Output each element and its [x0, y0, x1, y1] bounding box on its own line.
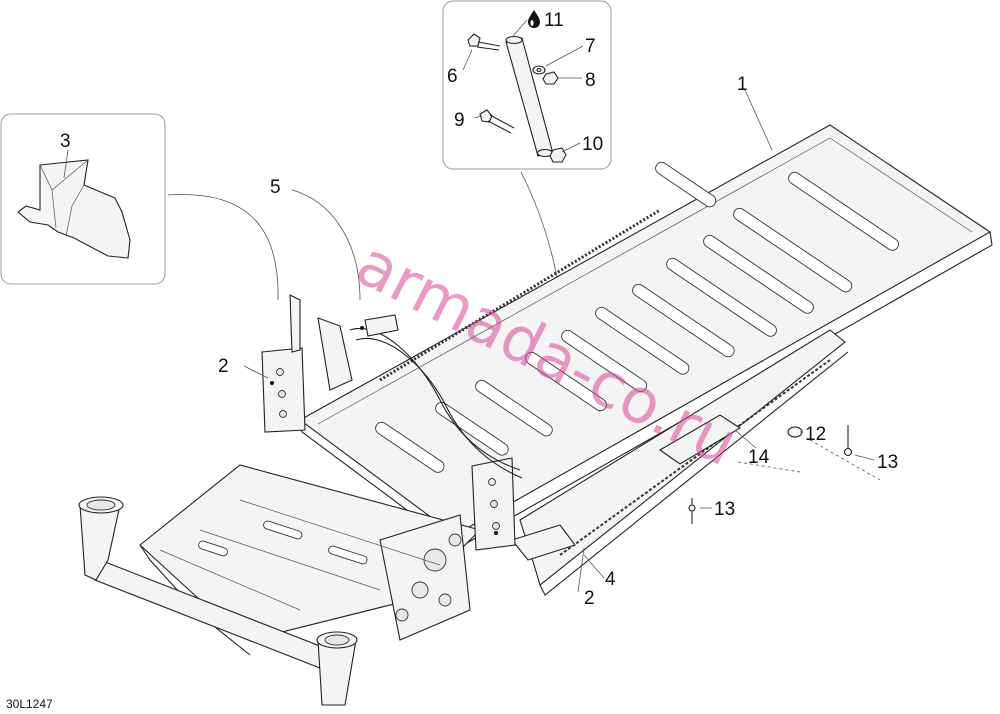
oil-drop-icon: [528, 10, 540, 28]
callout-6: 6: [447, 66, 458, 87]
callout-5: 5: [270, 177, 281, 198]
front-frame: [139, 464, 482, 656]
figure-code: 30L1247: [6, 697, 53, 711]
callout-3: 3: [60, 131, 71, 152]
callout-8: 8: [585, 70, 596, 91]
callout-13-left: 13: [714, 499, 735, 520]
callout-14: 14: [748, 447, 770, 468]
support-part-5: [289, 294, 523, 479]
bolt-part-6: [467, 33, 501, 51]
cross-tube: [78, 496, 358, 706]
nut-part-10: [549, 147, 567, 163]
callout-2-right: 2: [584, 588, 595, 609]
callout-13-right: 13: [877, 452, 898, 473]
part-3-bracket: [17, 159, 131, 259]
bracket-part-2-left: [261, 347, 306, 433]
tunnel-part-1: [298, 124, 993, 549]
bolt-part-9: [479, 109, 515, 134]
nut-part-8: [542, 71, 559, 85]
callout-11: 11: [544, 10, 564, 31]
tube-part-11: [505, 35, 554, 158]
plug-part-12: [787, 426, 803, 438]
rivet-part-13-right: [843, 425, 853, 457]
callout-4: 4: [605, 569, 616, 590]
callout-9: 9: [454, 110, 465, 131]
callout-10: 10: [582, 134, 603, 155]
rivet-part-13-left: [688, 498, 696, 524]
callout-2-left: 2: [218, 356, 229, 377]
washer-part-7: [532, 65, 546, 75]
bracket-part-2-right: [471, 457, 516, 551]
callout-1: 1: [737, 74, 748, 95]
running-board-part-14: [511, 329, 849, 596]
callout-7: 7: [585, 36, 596, 57]
callout-12: 12: [805, 424, 826, 445]
